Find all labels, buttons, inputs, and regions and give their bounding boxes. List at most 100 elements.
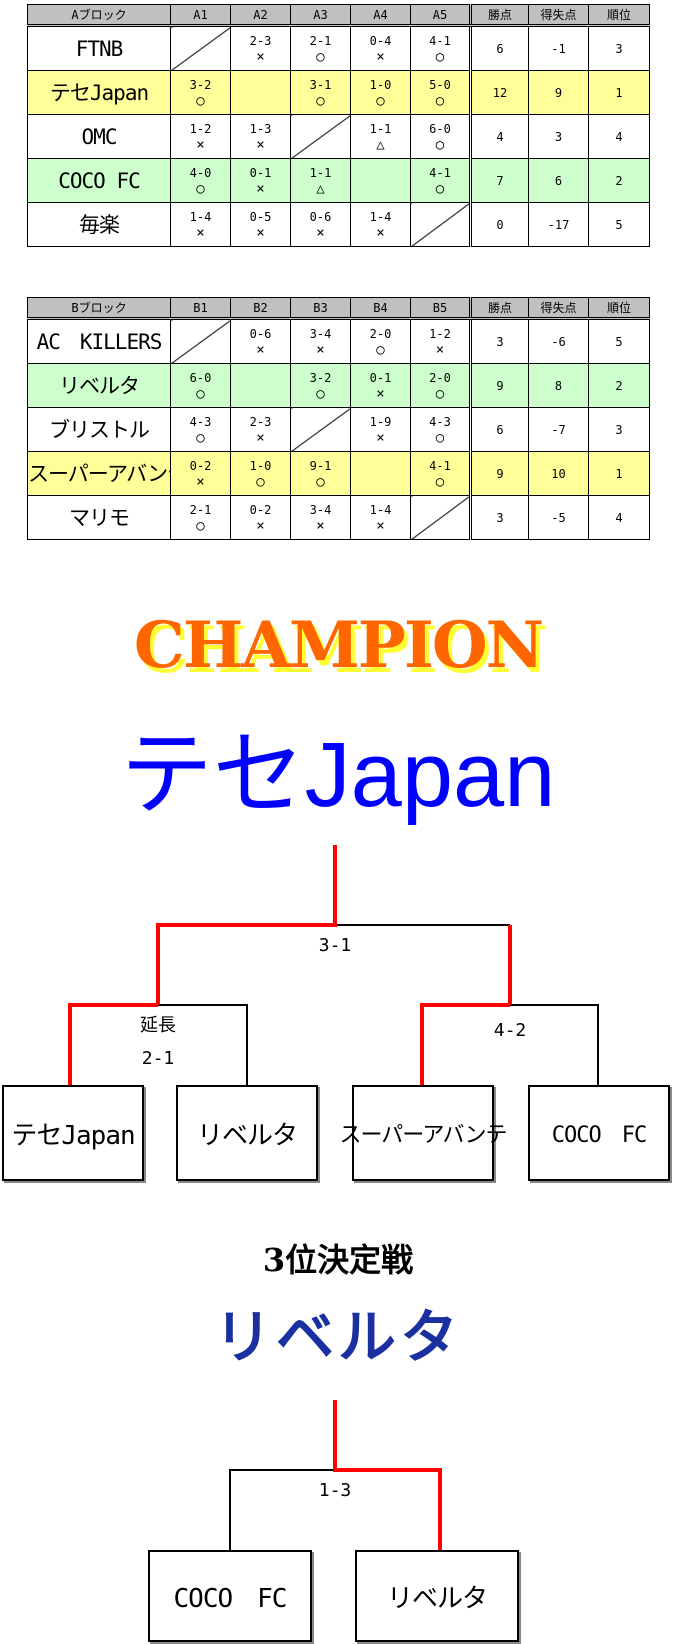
match-score: 5-0 [429, 77, 451, 92]
rank: 3 [588, 25, 650, 71]
match-score: 4-3 [429, 414, 451, 429]
match-mark: ○ [435, 180, 445, 197]
team-name: スーパーアバンテ [27, 451, 171, 496]
column-header: A4 [350, 4, 411, 27]
goal-difference: -5 [528, 495, 589, 540]
goal-difference: 3 [528, 114, 589, 159]
column-header: B3 [290, 297, 351, 320]
match-mark: ○ [435, 48, 445, 65]
match-mark: × [256, 341, 265, 358]
diagonal-cell [350, 451, 411, 496]
rank: 3 [588, 407, 650, 452]
column-header: A1 [170, 4, 231, 27]
match-result: 6-0○ [410, 114, 471, 159]
points: 3 [469, 495, 529, 540]
match-mark: ○ [196, 429, 205, 446]
match-mark: × [196, 136, 205, 153]
rank: 5 [588, 202, 650, 247]
diagonal-cell [290, 407, 351, 452]
final-score: 3-1 [318, 935, 352, 956]
goal-difference: -1 [528, 25, 589, 71]
match-mark: ○ [435, 473, 445, 490]
diagonal-cell [350, 158, 411, 203]
match-mark: △ [316, 180, 325, 197]
match-score: 1-2 [189, 121, 212, 136]
match-mark: ○ [376, 92, 385, 109]
column-header: A2 [230, 4, 291, 27]
rank: 2 [588, 158, 650, 203]
champion-heading: CHAMPION [133, 608, 544, 683]
match-score: 2-1 [189, 502, 212, 517]
match-mark: × [256, 136, 265, 153]
match-score: 9-1 [309, 458, 332, 473]
column-header: 順位 [588, 4, 650, 27]
match-score: 2-0 [429, 370, 451, 385]
match-result: 0-2× [230, 495, 291, 540]
match-score: 3-1 [309, 77, 332, 92]
diagonal-cell [410, 202, 471, 247]
match-result: 4-3○ [170, 407, 231, 452]
match-mark: × [435, 341, 445, 358]
column-header: 得失点 [528, 297, 589, 320]
bracket-team-box: COCO FC [528, 1085, 670, 1181]
match-score: 6-0 [189, 370, 212, 385]
match-result: 0-2× [170, 451, 231, 496]
match-score: 1-9 [369, 414, 392, 429]
match-result: 0-6× [230, 318, 291, 364]
diagonal-cell [410, 495, 471, 540]
match-mark: × [376, 385, 385, 402]
match-score: 4-1 [429, 458, 451, 473]
points: 3 [469, 318, 529, 364]
column-header: B4 [350, 297, 411, 320]
match-mark: ○ [196, 180, 205, 197]
match-mark: ○ [316, 48, 325, 65]
match-score: 1-4 [189, 209, 212, 224]
diagonal-cell [290, 114, 351, 159]
rank: 1 [588, 70, 650, 115]
match-score: 4-1 [429, 165, 451, 180]
goal-difference: -6 [528, 318, 589, 364]
match-score: 1-0 [369, 77, 392, 92]
semi1-line-right [158, 1004, 248, 1085]
match-score: 3-4 [309, 502, 332, 517]
match-result: 3-4× [290, 318, 351, 364]
match-result: 4-1○ [410, 451, 471, 496]
points: 9 [469, 363, 529, 408]
points: 9 [469, 451, 529, 496]
match-mark: × [376, 429, 385, 446]
match-mark: × [316, 517, 325, 534]
match-score: 4-1 [429, 33, 451, 48]
match-result: 1-3× [230, 114, 291, 159]
bracket-team-box: リベルタ [176, 1085, 318, 1181]
match-score: 0-5 [249, 209, 272, 224]
match-score: 4-3 [189, 414, 212, 429]
third-line-left [229, 1469, 335, 1550]
match-score: 1-4 [369, 502, 392, 517]
third-place-heading: 3位決定戦 [262, 1241, 414, 1279]
match-result: 0-5× [230, 202, 291, 247]
column-header: 順位 [588, 297, 650, 320]
match-score: 1-1 [309, 165, 332, 180]
semi1-note: 延長 [140, 1015, 176, 1036]
match-score: 0-2 [189, 458, 212, 473]
match-score: 3-2 [309, 370, 332, 385]
match-score: 0-6 [249, 326, 272, 341]
diagonal-cell [230, 363, 291, 408]
match-score: 0-2 [249, 502, 272, 517]
match-result: 3-2○ [290, 363, 351, 408]
third-place-score: 1-3 [318, 1480, 352, 1501]
rank: 1 [588, 451, 650, 496]
column-header: Bブロック [27, 297, 171, 320]
match-result: 5-0○ [410, 70, 471, 115]
match-result: 1-0○ [230, 451, 291, 496]
match-score: 0-1 [369, 370, 392, 385]
